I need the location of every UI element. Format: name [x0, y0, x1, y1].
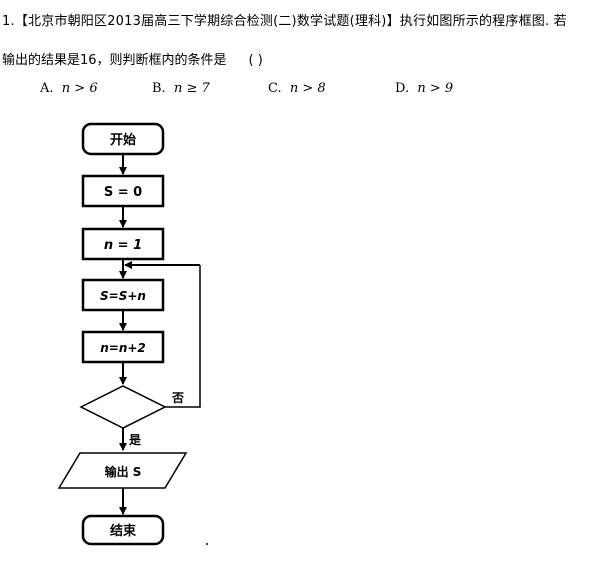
no-label: 否	[171, 391, 184, 405]
init-s-box	[81, 174, 165, 208]
update-s-box	[81, 278, 165, 312]
question-stem-line1: 1.【北京市朝阳区2013届高三下学期综合检测(二)数学试题(理科)】执行如图所…	[2, 14, 567, 29]
no-branch-line	[165, 265, 201, 408]
option-d[interactable]: D. n > 9	[395, 81, 454, 96]
question-stem-line2: 输出的结果是16，则判断框内的条件是 ( )	[2, 49, 263, 68]
end-terminal	[81, 514, 165, 546]
option-a[interactable]: A. n > 6	[40, 81, 98, 96]
option-c[interactable]: C. n > 8	[268, 81, 326, 96]
program-flowchart: 开始 S = 0 n = 1 S=S+n n=n+2 否 是 输出 S 结束	[57, 122, 208, 546]
option-b[interactable]: B. n ≥ 7	[152, 81, 210, 96]
condition-decision	[79, 385, 167, 429]
yes-label: 是	[128, 433, 142, 447]
start-label: 开始	[110, 132, 136, 148]
question-stem-text: 输出的结果是16，则判断框内的条件是	[2, 53, 227, 68]
update-s-label: S=S+n	[100, 289, 146, 303]
init-n-label: n = 1	[104, 238, 142, 253]
stray-dot	[206, 543, 208, 545]
init-s-label: S = 0	[104, 185, 142, 200]
answer-blank: ( )	[248, 53, 263, 68]
update-n-label: n=n+2	[100, 341, 146, 355]
answer-options: A. n > 6 B. n ≥ 7 C. n > 8 D. n > 9	[40, 81, 560, 99]
end-label: 结束	[110, 523, 137, 539]
output-box	[57, 452, 188, 489]
output-label: 输出 S	[105, 464, 142, 479]
